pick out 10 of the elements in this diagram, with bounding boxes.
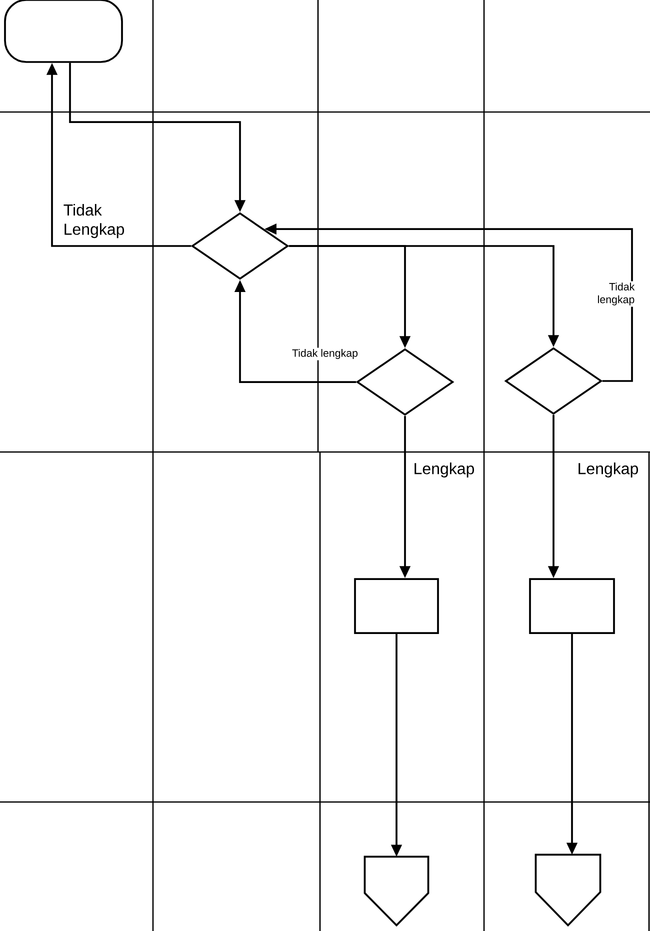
edge-label: Tidak lengkap: [588, 281, 636, 307]
edge-label: Lengkap: [576, 461, 640, 479]
off-page-connector: [364, 856, 430, 927]
edge-label: Tidak Lengkap: [62, 202, 134, 240]
edge-label: Lengkap: [412, 461, 476, 479]
process-box: [354, 578, 439, 634]
terminator-shape: [4, 0, 123, 63]
off-page-connector: [534, 854, 602, 927]
process-box: [529, 578, 615, 634]
edge-label: Tidak lengkap: [290, 348, 360, 360]
